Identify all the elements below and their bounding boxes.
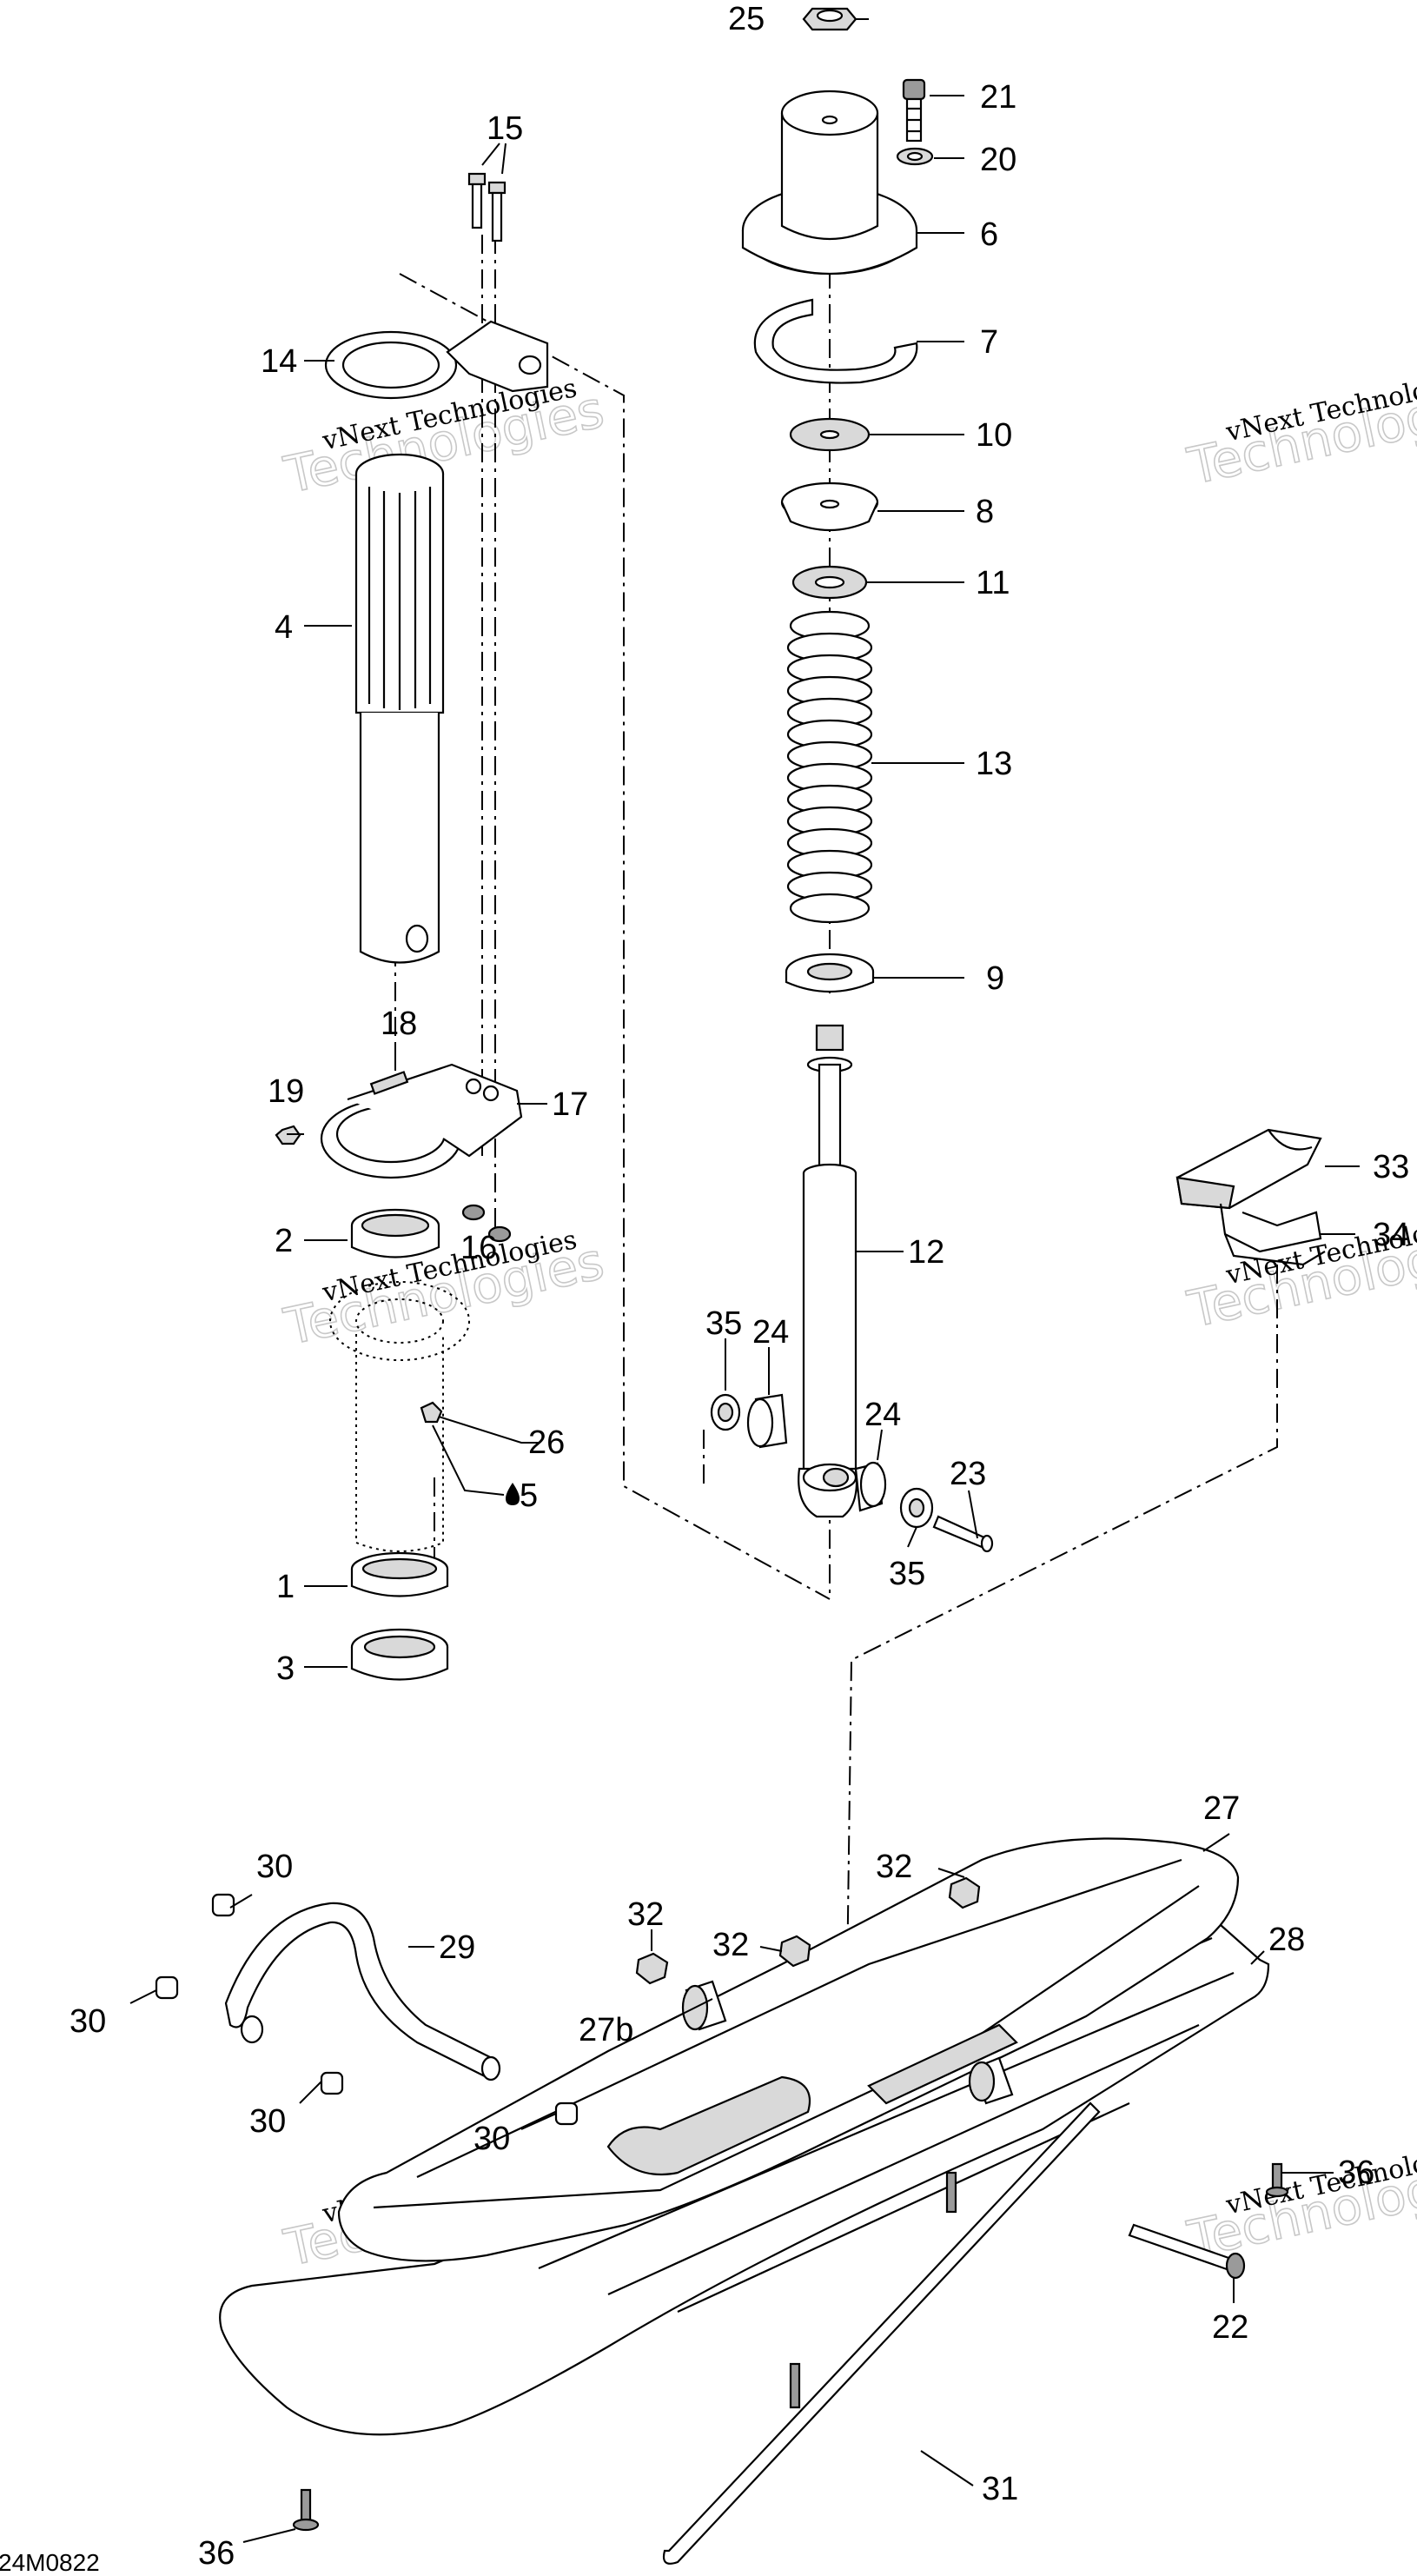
callout-1: 1 (276, 1569, 295, 1605)
bushing-2 (350, 1208, 440, 1258)
washer-11 (791, 565, 868, 600)
washer-20 (896, 147, 934, 166)
callout-32-mid: 32 (712, 1927, 749, 1963)
callout-27: 27 (1203, 1790, 1240, 1827)
callout-29: 29 (439, 1929, 475, 1966)
plug-30-c (320, 2071, 344, 2095)
bolt-21 (902, 78, 926, 143)
bracket-17 (320, 1063, 523, 1179)
callout-35-bottom: 35 (889, 1556, 925, 1592)
callout-12: 12 (908, 1234, 944, 1271)
nut-25 (802, 7, 857, 31)
callout-18: 18 (381, 1006, 417, 1042)
callout-20: 20 (980, 142, 1016, 178)
washer-10 (789, 417, 871, 452)
screw-36-bottom (292, 2488, 320, 2532)
callout-24-top: 24 (752, 1314, 789, 1351)
callout-34: 34 (1373, 1217, 1409, 1253)
callout-19: 19 (268, 1073, 304, 1110)
callout-2: 2 (275, 1223, 293, 1259)
callout-13: 13 (976, 746, 1012, 782)
callout-7: 7 (980, 324, 998, 361)
mount-cap-6 (741, 90, 918, 276)
callout-22: 22 (1212, 2309, 1248, 2346)
callout-30-left: 30 (70, 2003, 106, 2040)
bolt-15 (467, 172, 507, 242)
callout-10: 10 (976, 417, 1012, 454)
callout-30-right: 30 (473, 2121, 510, 2157)
runner-studs (789, 2171, 957, 2409)
bushing-3 (350, 1628, 449, 1681)
nut-16 (461, 1204, 512, 1243)
callout-16: 16 (460, 1230, 497, 1266)
runner-31 (662, 2101, 1101, 2565)
callout-4: 4 (275, 609, 293, 646)
handle-29 (224, 1902, 501, 2081)
callout-6: 6 (980, 216, 998, 253)
washer-35-left (710, 1393, 741, 1431)
grease-fitting-26 (420, 1401, 443, 1424)
plug-30-d (554, 2101, 579, 2126)
bolt-18 (369, 1071, 409, 1095)
callout-33: 33 (1373, 1149, 1409, 1185)
callout-36-bottom: 36 (198, 2535, 235, 2572)
pad-33 (1175, 1128, 1322, 1210)
callout-25: 25 (728, 1, 765, 37)
washer-35-right (899, 1487, 934, 1529)
bushing-27b (681, 1980, 727, 2031)
bushing-right (968, 2056, 1014, 2105)
shock-absorber-12 (798, 1024, 858, 1518)
bracket-34 (1219, 1203, 1326, 1266)
cup-8 (780, 481, 879, 532)
callout-35-top: 35 (705, 1305, 742, 1342)
callout-14: 14 (261, 343, 297, 380)
nut-32-b (778, 1935, 811, 1968)
drawing-code: 24M0822 (0, 2549, 100, 2576)
circlip-7 (753, 298, 918, 384)
callout-32-left: 32 (627, 1896, 664, 1933)
callout-30-top: 30 (256, 1849, 293, 1885)
ski-leg-27 (337, 1837, 1240, 2262)
screw-36-top (1265, 2162, 1289, 2198)
callout-26: 26 (528, 1424, 565, 1461)
nut-32-c (948, 1876, 981, 1909)
bolt-22 (1128, 2223, 1246, 2280)
callout-3: 3 (276, 1650, 295, 1687)
washer-9 (785, 953, 875, 993)
plug-30-b (155, 1975, 179, 2000)
callout-23: 23 (950, 1456, 986, 1492)
callout-32-right: 32 (876, 1849, 912, 1885)
callout-28: 28 (1268, 1922, 1305, 1958)
callout-5: 5 (520, 1477, 538, 1514)
oil-drop-icon (506, 1483, 520, 1505)
clamp-14 (324, 320, 549, 400)
callout-21: 21 (980, 79, 1016, 116)
bolt-23 (932, 1515, 994, 1553)
nut-32-a (635, 1952, 669, 1985)
spring-13 (786, 610, 873, 924)
bushing-1 (350, 1551, 449, 1597)
callout-30-bottom: 30 (249, 2103, 286, 2140)
callout-24-right: 24 (864, 1397, 901, 1433)
callout-36-top: 36 (1338, 2154, 1374, 2191)
callout-8: 8 (976, 494, 994, 530)
leader-lines (129, 18, 1360, 2543)
callout-15: 15 (487, 110, 523, 147)
frame-tube (329, 1281, 470, 1552)
plug-30-a (211, 1893, 235, 1917)
bushing-24-left (746, 1393, 788, 1449)
callout-17: 17 (552, 1086, 588, 1123)
bushing-24-right (854, 1461, 887, 1512)
callout-9: 9 (986, 960, 1004, 997)
callout-11: 11 (976, 565, 1010, 601)
callout-31: 31 (982, 2471, 1018, 2507)
steering-shaft-4 (354, 453, 445, 964)
callout-27b: 27b (579, 2012, 633, 2048)
